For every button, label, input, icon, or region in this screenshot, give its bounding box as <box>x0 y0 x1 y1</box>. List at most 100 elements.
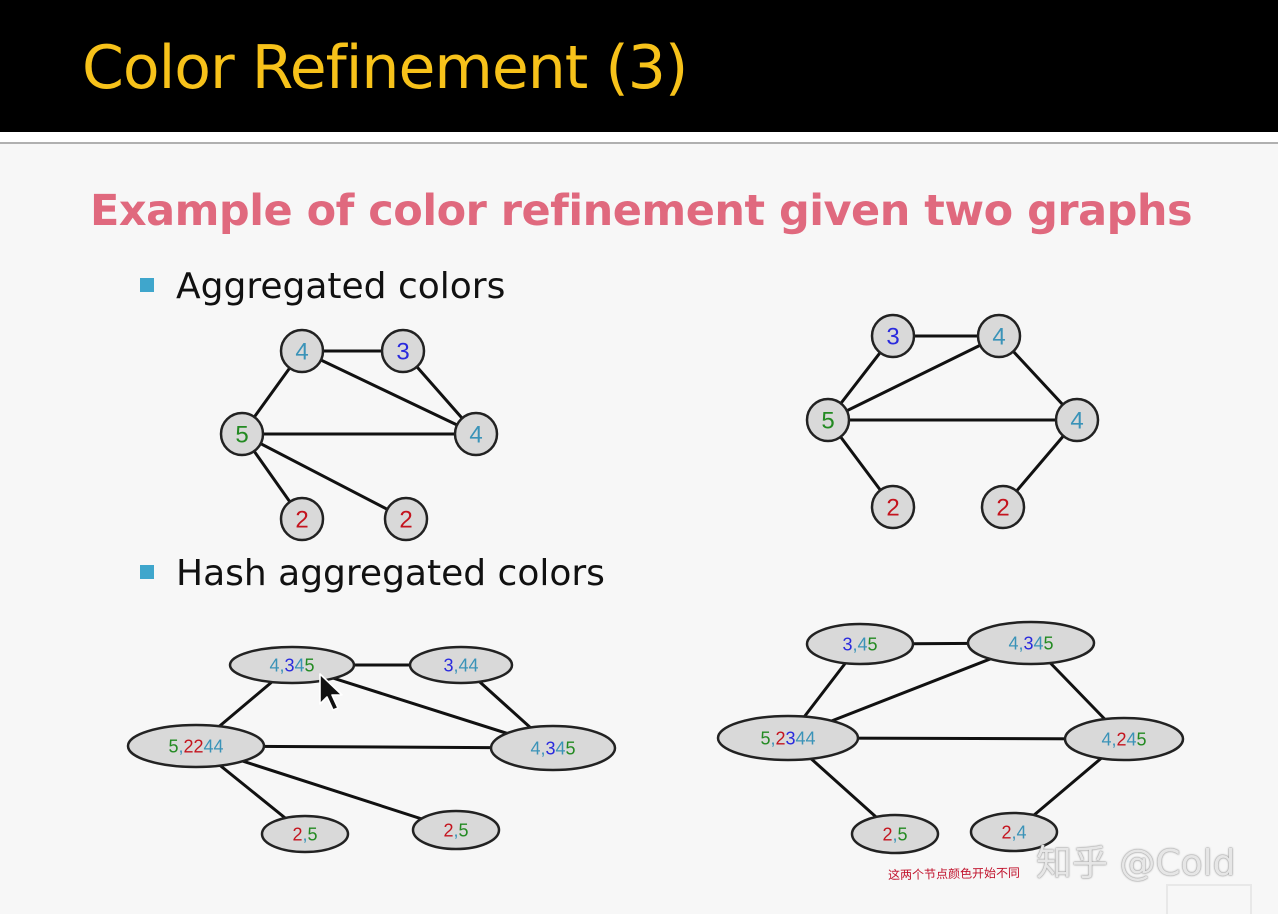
node-label-part: 4 <box>1017 822 1027 842</box>
node-label: 5,2344 <box>760 728 815 748</box>
graph-edge <box>300 349 478 436</box>
graph-node: 5 <box>219 411 265 457</box>
node-label-part: 22 <box>183 736 203 756</box>
node-label-part: 5 <box>168 736 178 756</box>
node-label-part: 4 <box>295 339 308 366</box>
node-label-part: 3 <box>443 655 453 675</box>
node-label-part: 3 <box>886 324 899 351</box>
node-label-part: , <box>1111 729 1116 749</box>
node-label: 5,2244 <box>168 736 223 756</box>
node-shape <box>453 411 499 457</box>
bullet-square-icon <box>140 278 154 292</box>
node-label-part: 5 <box>760 728 770 748</box>
bullet-square-icon <box>140 565 154 579</box>
node-shape <box>380 328 426 374</box>
node-label-part: 2 <box>886 495 899 522</box>
node-label-part: 5 <box>459 820 469 840</box>
graph-node: 2,5 <box>850 813 940 855</box>
node-label-part: 5 <box>305 655 315 675</box>
node-label: 4,245 <box>1101 729 1146 749</box>
node-label-part: 3 <box>545 738 555 758</box>
node-label: 3,45 <box>842 634 877 654</box>
graph-node: 3 <box>380 328 426 374</box>
graph-node: 2,4 <box>969 811 1059 853</box>
node-label-part: 2 <box>996 495 1009 522</box>
node-shape <box>969 811 1059 853</box>
handwritten-annotation: 这两个节点颜色开始不同 <box>887 865 1021 883</box>
title-bar: Color Refinement (3) <box>0 0 1278 132</box>
node-label-part: 5 <box>898 824 908 844</box>
node-label-part: 4 <box>858 634 868 654</box>
node-label-part: 5 <box>235 422 248 449</box>
node-label-part: 2 <box>295 507 308 534</box>
node-label-part: , <box>892 824 897 844</box>
graph-node: 4,345 <box>228 645 356 685</box>
node-label-part: 3 <box>1023 633 1033 653</box>
node-label-part: 44 <box>796 728 816 748</box>
node-label: 3 <box>886 324 899 351</box>
graph-node: 4,345 <box>489 724 617 772</box>
node-label-part: 5 <box>1044 633 1054 653</box>
node-label: 5 <box>235 422 248 449</box>
node-shape <box>966 620 1096 666</box>
node-shape <box>870 484 916 530</box>
node-label-part: 4 <box>1034 633 1044 653</box>
node-shape <box>383 496 429 542</box>
node-shape <box>805 622 915 666</box>
node-shape <box>870 313 916 359</box>
node-shape <box>228 645 356 685</box>
node-shape <box>279 496 325 542</box>
graph-node: 5,2344 <box>716 714 860 762</box>
node-label-part: 2 <box>1116 729 1126 749</box>
corner-logo <box>1166 884 1252 914</box>
node-label-part: 2 <box>292 824 302 844</box>
node-label-part: 4 <box>269 655 279 675</box>
node-label-part: 2 <box>443 820 453 840</box>
node-label-part: 3 <box>396 339 409 366</box>
node-shape <box>126 723 266 769</box>
node-label-part: 44 <box>459 655 479 675</box>
node-shape <box>260 814 350 854</box>
graph-node: 5,2244 <box>126 723 266 769</box>
node-label-part: 5 <box>566 738 576 758</box>
node-label-part: 4 <box>469 422 482 449</box>
node-label-part: 3 <box>284 655 294 675</box>
node-label-part: , <box>453 820 458 840</box>
node-label-part: 4 <box>992 324 1005 351</box>
node-label: 2 <box>399 507 412 534</box>
node-label-part: 2 <box>399 507 412 534</box>
node-label-part: 4 <box>1008 633 1018 653</box>
node-shape <box>219 411 265 457</box>
node-label-part: 4 <box>530 738 540 758</box>
node-label-part: 5 <box>1137 729 1147 749</box>
node-label-part: 3 <box>842 634 852 654</box>
graph-node: 4 <box>453 411 499 457</box>
node-shape <box>716 714 860 762</box>
bullet-text: Aggregated colors <box>176 266 506 307</box>
node-label: 2 <box>295 507 308 534</box>
slide-title: Color Refinement (3) <box>82 33 688 103</box>
node-label: 3,44 <box>443 655 478 675</box>
node-shape <box>850 813 940 855</box>
graph-node: 2 <box>980 484 1026 530</box>
graph-edge <box>826 334 1001 422</box>
node-label-part: 5 <box>308 824 318 844</box>
graph-node: 4,245 <box>1063 716 1185 762</box>
node-shape <box>279 328 325 374</box>
node-label-part: , <box>770 728 775 748</box>
node-shape <box>980 484 1026 530</box>
node-label: 4,345 <box>269 655 314 675</box>
graph-node: 2 <box>279 496 325 542</box>
node-label: 2 <box>886 495 899 522</box>
node-label-part: , <box>852 634 857 654</box>
node-label-part: 4 <box>1101 729 1111 749</box>
watermark: 知乎 @Cold <box>1036 843 1236 884</box>
graph-aggregated-left: 4 3 5 4 2 2 <box>219 328 499 542</box>
graph-node: 5 <box>805 397 851 443</box>
node-shape <box>408 645 514 685</box>
node-label-part: , <box>178 736 183 756</box>
graph-node: 4 <box>976 313 1022 359</box>
